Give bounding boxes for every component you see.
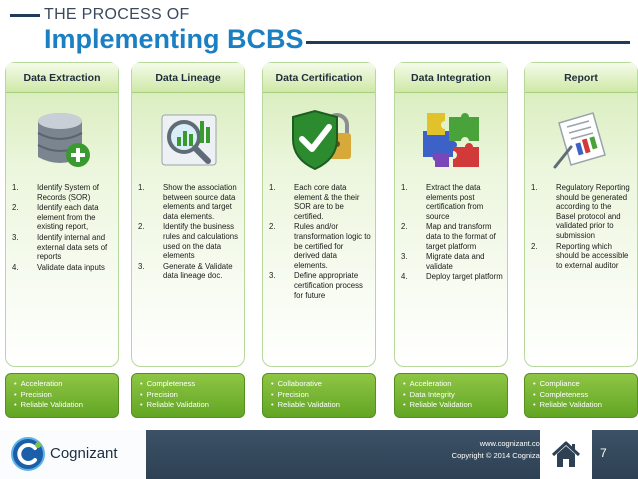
list-item: 3.Define appropriate certification proce…: [269, 271, 363, 300]
benefit-item: Precision: [140, 390, 238, 401]
benefit-item: Completeness: [533, 390, 631, 401]
list-item: 1.Regulatory Reporting should be generat…: [531, 183, 630, 240]
home-icon: [551, 441, 581, 467]
benefit-item: Reliable Validation: [271, 400, 369, 411]
benefit-item: Data Integrity: [403, 390, 501, 401]
list-item: 3.Migrate data and validate: [401, 252, 485, 271]
benefit-box: Completeness Precision Reliable Validati…: [131, 373, 245, 418]
process-column-report: Report 1.Regulatory Reporting should be …: [524, 62, 638, 418]
report-icon: [553, 112, 606, 169]
benefit-item: Precision: [14, 390, 112, 401]
process-card: Data Certification 1.Each core data elem…: [262, 62, 376, 367]
list-item: 4.Deploy target platform: [401, 272, 503, 282]
benefit-item: Acceleration: [403, 379, 501, 390]
footer-bar: Cognizant www.cognizant.com Copyright © …: [0, 430, 638, 479]
footer-info: www.cognizant.com Copyright © 2014 Cogni…: [452, 438, 546, 462]
list-item: 2.Map and transform data to the format o…: [401, 222, 496, 251]
database-icon: [37, 113, 90, 167]
benefit-box: Acceleration Data Integrity Reliable Val…: [394, 373, 508, 418]
benefit-item: Collaborative: [271, 379, 369, 390]
cognizant-logo-icon: [11, 437, 45, 471]
list-item: 4.Validate data inputs: [12, 262, 105, 272]
step-list: 1.Show the association between source da…: [138, 183, 240, 282]
list-item: 1.Extract the data elements post certifi…: [401, 183, 484, 221]
list-item: 2.Identify each data element from the ex…: [12, 203, 99, 232]
benefit-box: Compliance Completeness Reliable Validat…: [524, 373, 638, 418]
benefit-item: Precision: [271, 390, 369, 401]
list-item: 2.Identify the business rules and calcul…: [138, 222, 238, 261]
step-list: 1.Each core data element & the their SOR…: [269, 183, 371, 301]
step-list: 1.Regulatory Reporting should be generat…: [531, 183, 633, 271]
benefit-item: Compliance: [533, 379, 631, 390]
benefit-item: Acceleration: [14, 379, 112, 390]
process-card: Data Extraction 1.Identify System of Rec…: [5, 62, 119, 367]
home-button[interactable]: [540, 430, 592, 479]
list-item: 1.Show the association between source da…: [138, 183, 237, 221]
card-title: Data Certification: [263, 63, 375, 93]
list-item: 1.Identify System of Records (SOR): [12, 183, 99, 202]
card-title: Report: [525, 63, 637, 93]
process-column-data-lineage: Data Lineage 1.Show the association betw…: [131, 62, 245, 418]
title-rule-top: [10, 14, 40, 17]
benefit-box: Acceleration Precision Reliable Validati…: [5, 373, 119, 418]
logo-text: Cognizant: [50, 445, 118, 462]
process-column-data-extraction: Data Extraction 1.Identify System of Rec…: [5, 62, 119, 418]
puzzle-icon: [423, 113, 479, 167]
copyright-text: Copyright © 2014 Cognizant: [451, 451, 546, 460]
benefit-item: Completeness: [140, 379, 238, 390]
page-subtitle: THE PROCESS OF: [44, 6, 190, 23]
step-list: 1.Extract the data elements post certifi…: [401, 183, 503, 283]
website-link[interactable]: www.cognizant.com: [479, 439, 546, 448]
benefit-item: Reliable Validation: [403, 400, 501, 411]
benefit-item: Reliable Validation: [14, 400, 112, 411]
list-item: 2.Reporting which should be accessible t…: [531, 241, 629, 270]
benefit-item: Reliable Validation: [533, 400, 631, 411]
list-item: 2.Rules and/or transformation logic to b…: [269, 222, 371, 270]
process-column-data-integration: Data Integration 1.Extract the data elem…: [394, 62, 508, 418]
process-card: Data Integration 1.Extract the data elem…: [394, 62, 508, 367]
shield-lock-icon: [292, 109, 351, 171]
title-rule-underline: [306, 41, 630, 44]
page-number: 7: [600, 446, 607, 460]
page-title: Implementing BCBS: [44, 24, 304, 54]
step-list: 1.Identify System of Records (SOR) 2.Ide…: [12, 183, 114, 273]
list-item: 3.Generate & Validate data lineage doc.: [138, 261, 233, 281]
magnifier-chart-icon: [161, 114, 217, 166]
process-column-data-certification: Data Certification 1.Each core data elem…: [262, 62, 376, 418]
list-item: 1.Each core data element & the their SOR…: [269, 183, 360, 221]
card-title: Data Lineage: [132, 63, 244, 93]
benefit-box: Collaborative Precision Reliable Validat…: [262, 373, 376, 418]
card-title: Data Extraction: [6, 63, 118, 93]
company-logo[interactable]: Cognizant: [0, 430, 146, 479]
process-card: Report 1.Regulatory Reporting should be …: [524, 62, 638, 367]
process-card: Data Lineage 1.Show the association betw…: [131, 62, 245, 367]
benefit-item: Reliable Validation: [140, 400, 238, 411]
card-title: Data Integration: [395, 63, 507, 93]
list-item: 3.Identify internal and external data se…: [12, 232, 108, 262]
